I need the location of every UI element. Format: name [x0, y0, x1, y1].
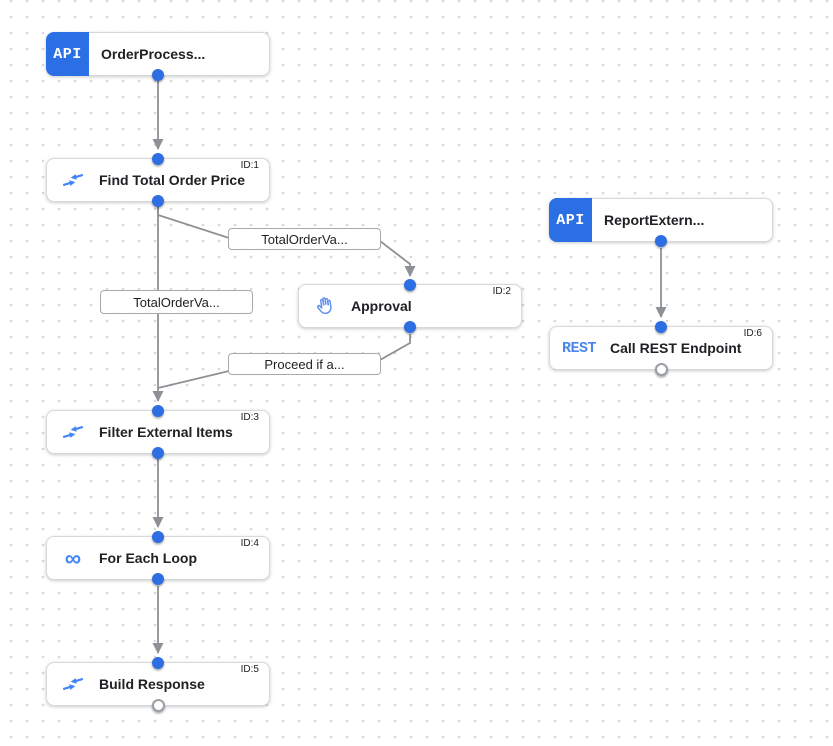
task-id-label: ID:1 — [238, 160, 261, 172]
node-approval[interactable]: Approval ID:2 — [298, 279, 522, 333]
task-id-label: ID:3 — [238, 412, 261, 424]
edge-condition-label[interactable]: TotalOrderVa... — [100, 290, 253, 314]
node-build-response[interactable]: Build Response ID:5 — [46, 657, 270, 712]
terminal-connector[interactable] — [151, 699, 165, 712]
task-id-label: ID:5 — [238, 664, 261, 676]
output-connector[interactable] — [152, 447, 164, 459]
node-filter-external-items[interactable]: Filter External Items ID:3 — [46, 405, 270, 459]
input-connector[interactable] — [152, 657, 164, 669]
node-for-each-loop[interactable]: ∞ For Each Loop ID:4 — [46, 531, 270, 585]
node-find-total-order-price[interactable]: Find Total Order Price ID:1 — [46, 153, 270, 207]
input-connector[interactable] — [152, 531, 164, 543]
node-title: Filter External Items — [99, 424, 233, 440]
infinity-icon: ∞ — [64, 545, 82, 571]
output-connector[interactable] — [152, 573, 164, 585]
output-connector[interactable] — [655, 235, 667, 247]
output-connector[interactable] — [152, 195, 164, 207]
node-report-extern-trigger[interactable]: API ReportExtern... — [549, 198, 773, 247]
node-title: OrderProcess... — [101, 46, 206, 62]
task-id-label: ID:6 — [741, 328, 764, 340]
edge-condition-label[interactable]: Proceed if a... — [228, 353, 381, 375]
terminal-connector[interactable] — [654, 363, 668, 376]
input-connector[interactable] — [655, 321, 667, 333]
node-title: For Each Loop — [99, 550, 197, 566]
data-mapping-icon — [61, 676, 85, 692]
hand-icon — [313, 295, 337, 317]
node-call-rest-endpoint[interactable]: REST Call REST Endpoint ID:6 — [549, 321, 773, 376]
edge-condition-label[interactable]: TotalOrderVa... — [228, 228, 381, 250]
input-connector[interactable] — [404, 279, 416, 291]
node-title: Build Response — [99, 676, 205, 692]
node-order-process-trigger[interactable]: API OrderProcess... — [46, 32, 270, 81]
api-trigger-badge: API — [549, 198, 592, 242]
data-mapping-icon — [61, 424, 85, 440]
input-connector[interactable] — [152, 405, 164, 417]
data-mapping-icon — [61, 172, 85, 188]
output-connector[interactable] — [152, 69, 164, 81]
task-id-label: ID:2 — [490, 286, 513, 298]
rest-badge: REST — [562, 339, 597, 357]
node-title: Call REST Endpoint — [610, 340, 742, 356]
input-connector[interactable] — [152, 153, 164, 165]
output-connector[interactable] — [404, 321, 416, 333]
node-title: Find Total Order Price — [99, 172, 245, 188]
node-title: ReportExtern... — [604, 212, 705, 228]
task-id-label: ID:4 — [238, 538, 261, 550]
api-trigger-badge: API — [46, 32, 89, 76]
node-title: Approval — [351, 298, 412, 314]
